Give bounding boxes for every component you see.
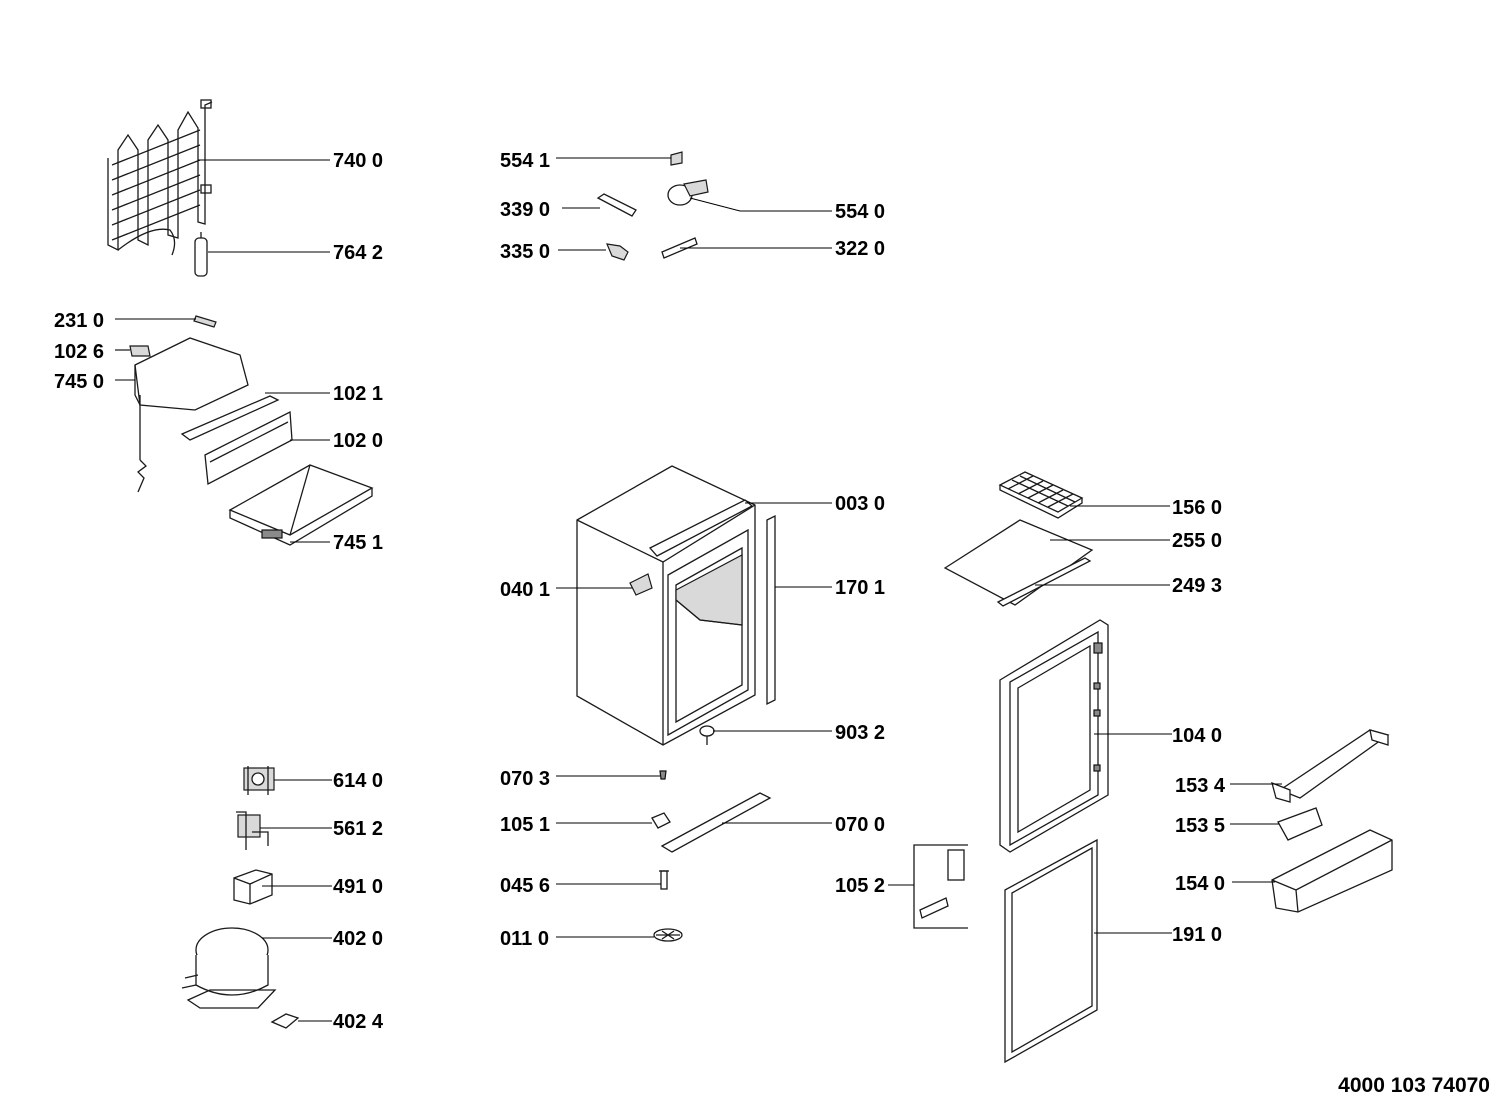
door-handle — [1271, 729, 1390, 803]
hinge-cover — [629, 573, 653, 596]
screw — [659, 770, 667, 780]
part-label-003-0: 003 0 — [835, 493, 885, 515]
part-label-745-0: 745 0 — [54, 371, 104, 393]
part-label-554-1: 554 1 — [500, 150, 550, 172]
light-switch — [596, 193, 637, 217]
thermostat-knob — [606, 243, 629, 261]
part-label-105-2: 105 2 — [835, 875, 885, 897]
part-label-070-3: 070 3 — [500, 768, 550, 790]
part-label-402-4: 402 4 — [333, 1011, 384, 1033]
compressor — [181, 927, 277, 1009]
lamp-holder — [667, 179, 709, 206]
hinge-bolt — [659, 870, 669, 890]
door — [999, 619, 1109, 853]
shelf-trim — [996, 557, 1092, 607]
relay-cover — [233, 869, 273, 905]
ice-cube-tray — [998, 471, 1084, 519]
part-label-402-0: 402 0 — [333, 928, 383, 950]
sensor-bulb — [129, 345, 151, 357]
part-label-255-0: 255 0 — [1172, 530, 1222, 552]
side-strip — [766, 514, 776, 706]
hinge-kit — [913, 844, 968, 929]
part-label-740-0: 740 0 — [333, 150, 383, 172]
part-label-156-0: 156 0 — [1172, 497, 1222, 519]
part-label-045-6: 045 6 — [500, 875, 550, 897]
small-door-bin — [1277, 807, 1323, 841]
part-label-170-1: 170 1 — [835, 577, 885, 599]
part-label-104-0: 104 0 — [1172, 725, 1222, 747]
part-label-231-0: 231 0 — [54, 310, 104, 332]
thermostat — [236, 811, 269, 850]
lamp-clip — [670, 151, 683, 166]
part-label-903-2: 903 2 — [835, 722, 885, 744]
vent-grille — [653, 928, 683, 942]
part-label-040-1: 040 1 — [500, 579, 550, 601]
part-label-614-0: 614 0 — [333, 770, 383, 792]
part-label-249-3: 249 3 — [1172, 575, 1222, 597]
relay-unit — [243, 766, 275, 795]
part-label-070-0: 070 0 — [835, 814, 885, 836]
part-label-102-1: 102 1 — [333, 383, 383, 405]
part-label-335-0: 335 0 — [500, 241, 550, 263]
hinge-pin — [651, 812, 671, 829]
part-label-339-0: 339 0 — [500, 199, 550, 221]
part-label-191-0: 191 0 — [1172, 924, 1222, 946]
evaporator-plate — [134, 337, 249, 493]
part-label-745-1: 745 1 — [333, 532, 383, 554]
drip-tray — [228, 464, 374, 546]
part-label-153-5: 153 5 — [1175, 815, 1225, 837]
glass-shelf — [943, 519, 1094, 606]
condenser-coil — [107, 99, 213, 256]
drip-rail — [180, 395, 280, 441]
part-label-102-0: 102 0 — [333, 430, 383, 452]
filter-drier — [194, 232, 208, 277]
part-label-105-1: 105 1 — [500, 814, 550, 836]
part-label-322-0: 322 0 — [835, 238, 885, 260]
part-label-154-0: 154 0 — [1175, 873, 1225, 895]
part-label-491-0: 491 0 — [333, 876, 383, 898]
part-label-561-2: 561 2 — [333, 818, 383, 840]
part-label-102-6: 102 6 — [54, 341, 104, 363]
document-number: 4000 103 74070 — [1338, 1074, 1490, 1097]
part-label-554-0: 554 0 — [835, 201, 885, 223]
part-label-153-4: 153 4 — [1175, 775, 1226, 797]
door-gasket — [1004, 838, 1098, 1064]
cabinet — [576, 465, 756, 746]
light-bracket — [661, 237, 698, 259]
adjustable-foot — [699, 725, 715, 745]
bottle-rack — [1271, 829, 1393, 913]
bracket-clip — [193, 315, 217, 328]
part-label-011-0: 011 0 — [500, 928, 549, 950]
part-label-764-2: 764 2 — [333, 242, 383, 264]
compressor-clip — [270, 1013, 300, 1029]
bottom-hinge-bar — [660, 792, 772, 853]
